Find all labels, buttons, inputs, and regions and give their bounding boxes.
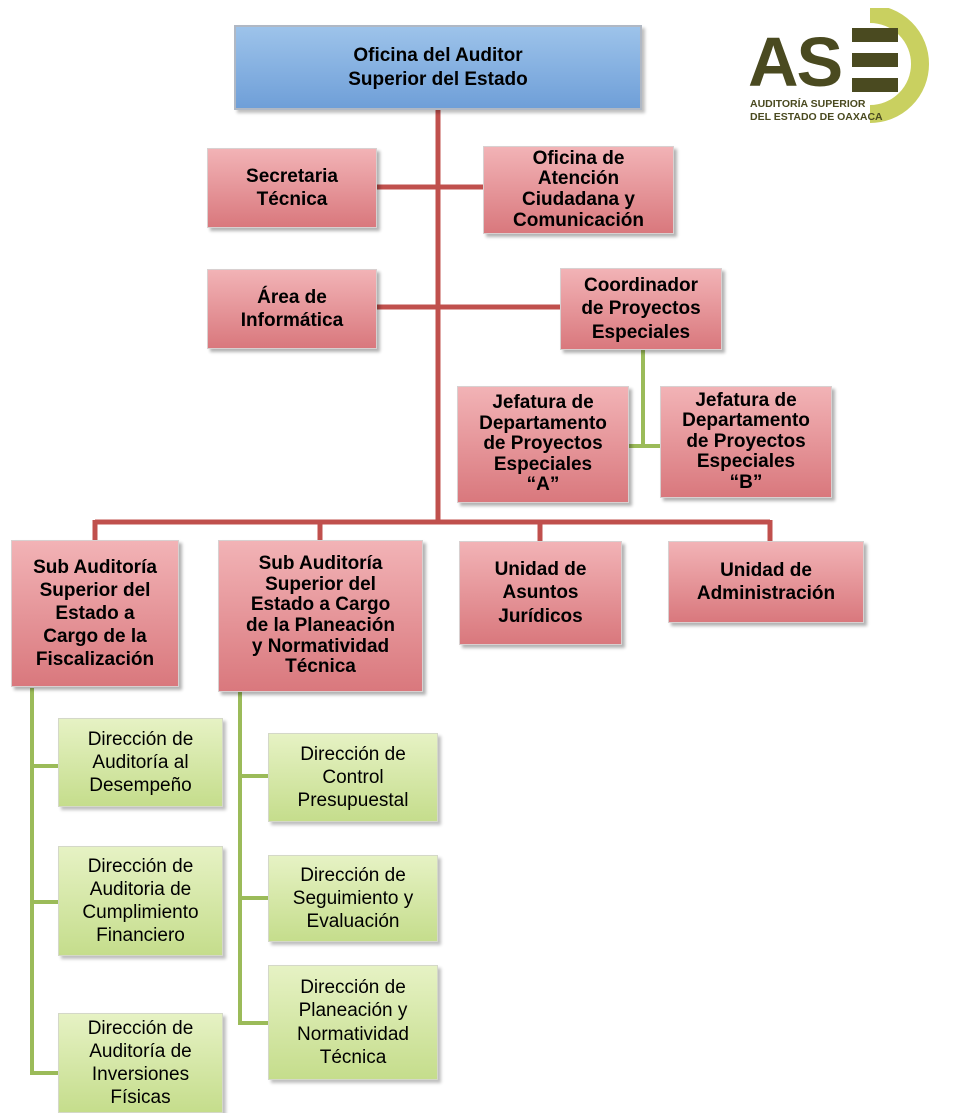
area-informatica-box: Área de Informática [207,269,377,349]
dir-cumplimiento-box: Dirección de Auditoria de Cumplimiento F… [58,846,223,956]
dir-seguimiento-label: Dirección de Seguimiento y Evaluación [292,864,414,933]
secretaria-tecnica-label: Secretaria Técnica [246,165,338,210]
dir-planeacion-label: Dirección de Planeación y Normatividad T… [297,977,409,1068]
secretaria-tecnica-box: Secretaria Técnica [207,148,377,228]
jefatura-a-box: Jefatura de Departamento de Proyectos Es… [457,386,629,503]
sub-fiscalizacion-label: Sub Auditoría Superior del Estado a Carg… [33,556,157,671]
dir-cumplimiento-label: Dirección de Auditoria de Cumplimiento F… [82,855,199,947]
jefatura-b-box: Jefatura de Departamento de Proyectos Es… [660,386,832,498]
unidad-juridicos-label: Unidad de Asuntos Jurídicos [494,559,587,627]
dir-seguimiento-box: Dirección de Seguimiento y Evaluación [268,855,438,942]
auditor-office-label: Oficina del Auditor Superior del Estado [348,45,528,90]
jefatura-b-label: Jefatura de Departamento de Proyectos Es… [682,389,810,493]
dir-desempeno-box: Dirección de Auditoría al Desempeño [58,718,223,807]
sub-planeacion-box: Sub Auditoría Superior del Estado a Carg… [218,540,423,692]
unidad-administracion-label: Unidad de Administración [696,559,836,604]
atencion-ciudadana-label: Oficina de Atención Ciudadana y Comunica… [513,147,644,231]
logo-line2: DEL ESTADO DE OAXACA [750,111,883,123]
jefatura-a-label: Jefatura de Departamento de Proyectos Es… [479,392,607,496]
logo-e-mark [852,28,898,92]
dir-control-label: Dirección de Control Presupuestal [297,743,409,812]
area-informatica-label: Área de Informática [240,286,344,331]
dir-control-box: Dirección de Control Presupuestal [268,733,438,822]
unidad-administracion-box: Unidad de Administración [668,541,864,623]
unidad-juridicos-box: Unidad de Asuntos Jurídicos [459,541,622,645]
logo-line1: AUDITORÍA SUPERIOR [750,97,866,110]
ase-logo: AS AUDITORÍA SUPERIOR DEL ESTADO DE OAXA… [748,8,929,123]
dir-inversiones-box: Dirección de Auditoría de Inversiones Fí… [58,1013,223,1113]
dir-desempeno-label: Dirección de Auditoría al Desempeño [87,728,194,797]
auditor-office-box: Oficina del Auditor Superior del Estado [234,25,642,110]
logo-mark: AS [748,23,841,101]
coordinador-proyectos-box: Coordinador de Proyectos Especiales [560,268,722,350]
dir-inversiones-label: Dirección de Auditoría de Inversiones Fí… [87,1017,194,1109]
atencion-ciudadana-box: Oficina de Atención Ciudadana y Comunica… [483,146,674,234]
logo-arc [869,8,929,123]
coordinador-proyectos-label: Coordinador de Proyectos Especiales [581,275,701,343]
dir-planeacion-box: Dirección de Planeación y Normatividad T… [268,965,438,1080]
sub-planeacion-label: Sub Auditoría Superior del Estado a Carg… [246,553,395,678]
sub-fiscalizacion-box: Sub Auditoría Superior del Estado a Carg… [11,540,179,687]
